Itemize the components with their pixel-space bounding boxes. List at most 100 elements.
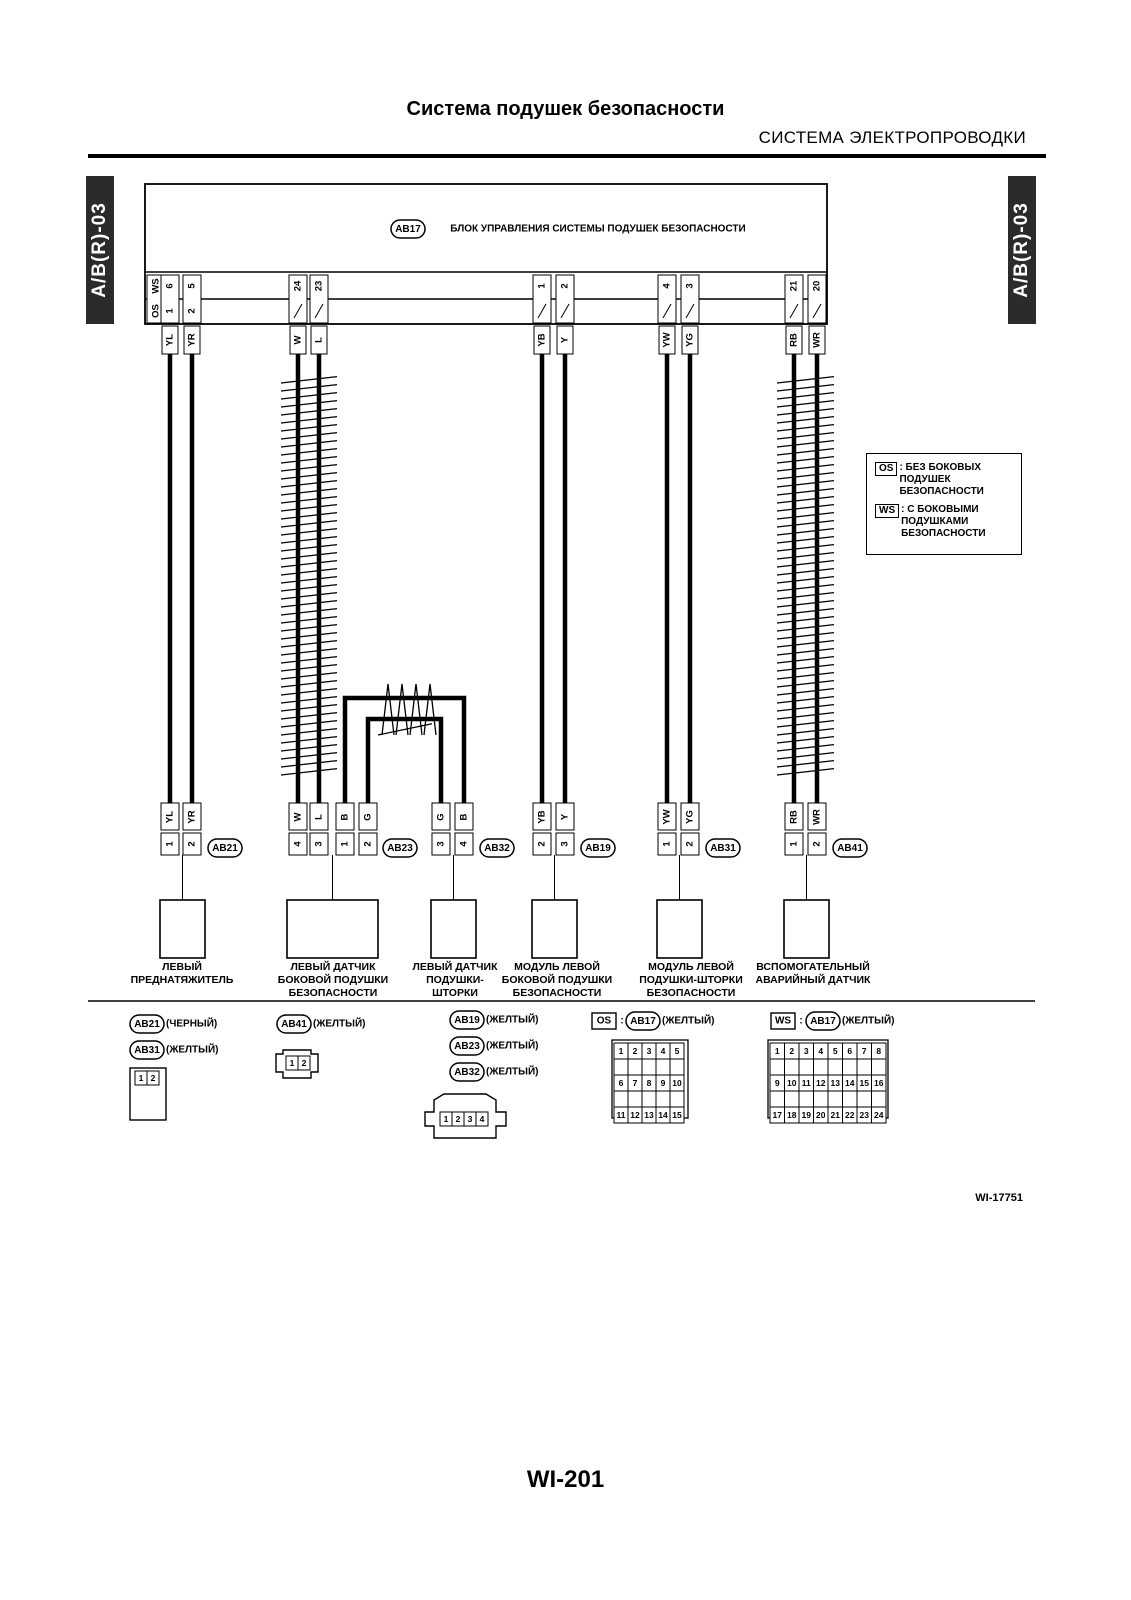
connector-wire-box [182, 802, 202, 831]
no-pin-slash [560, 303, 570, 319]
view4-pin: 12 [630, 1110, 640, 1120]
view4-pin: 8 [647, 1078, 652, 1088]
twisted-pair-shield-ab41 [776, 375, 835, 776]
connector-wire-box [160, 802, 180, 831]
connector-pin-box [431, 832, 451, 856]
view5-cell [769, 1090, 785, 1108]
variant-key: WS [775, 1016, 791, 1027]
variant-sep: : [620, 1016, 623, 1027]
connector-wire-box [784, 802, 804, 831]
connector-pin-number: 3 [560, 841, 571, 846]
wire-code-top: Y [560, 336, 571, 343]
view5-cell [827, 1058, 843, 1076]
view2-pin: 2 [302, 1058, 307, 1068]
view4-pin: 1 [619, 1046, 624, 1056]
connector-pin-box [657, 832, 677, 856]
view5-cell [842, 1058, 858, 1076]
view5-cell [798, 1090, 814, 1108]
control-unit-pin-cell [555, 274, 575, 324]
view5-pin: 24 [874, 1110, 884, 1120]
wire-code-bottom: G [436, 813, 447, 820]
connector-wire-box [431, 802, 451, 831]
connector-wire-box [532, 802, 552, 831]
no-pin-slash [812, 303, 822, 319]
no-pin-slash [293, 303, 303, 319]
connector-pin-number: 2 [537, 841, 548, 846]
component-body [531, 899, 578, 959]
view5-cell [813, 1058, 829, 1076]
view4-pin: 2 [633, 1046, 638, 1056]
view5-pin: 21 [831, 1110, 841, 1120]
pin-number-ws: 1 [537, 283, 548, 289]
view-os-ab17-color: (ЖЕЛТЫЙ) [662, 1014, 714, 1027]
control-unit-box [144, 183, 828, 325]
wire-code-bottom: YW [662, 809, 673, 824]
view2-pin: 1 [290, 1058, 295, 1068]
view-ws-ab17-oval [805, 1011, 841, 1031]
connector-pin-number: 2 [812, 841, 823, 846]
control-unit-pin-cell [532, 274, 552, 324]
view5-cell [769, 1058, 785, 1076]
component-body [159, 899, 206, 959]
view5-pin: 20 [816, 1110, 826, 1120]
wire-code-bottom: B [459, 813, 470, 820]
view4-cell [669, 1090, 685, 1108]
view4-pin: 9 [661, 1078, 666, 1088]
no-pin-slash [685, 303, 695, 319]
wire-code-bottom: Y [560, 813, 571, 820]
view5-pin: 5 [833, 1046, 838, 1056]
wire-g-loop [365, 716, 444, 803]
connector-pin-number: 1 [165, 841, 176, 847]
connector-pin-box [680, 832, 700, 856]
no-pin-slash [314, 303, 324, 319]
wire-code-bottom: L [314, 814, 325, 820]
control-unit-label: БЛОК УПРАВЛЕНИЯ СИСТЕМЫ ПОДУШЕК БЕЗОПАСН… [450, 224, 745, 235]
no-pin-slash [789, 303, 799, 319]
view5-cell [813, 1090, 829, 1108]
view5-pin: 11 [802, 1078, 811, 1088]
view4-pin: 4 [661, 1046, 666, 1056]
pin-number-ws: 20 [812, 281, 823, 292]
view4-cell [627, 1058, 643, 1076]
wire-code-top: YB [537, 333, 548, 346]
view5-pin: 8 [876, 1046, 881, 1056]
view1-pin: 1 [139, 1073, 144, 1083]
pin-number-ws: 24 [293, 280, 304, 291]
view5-pin: 4 [818, 1046, 823, 1056]
connector-pin-number: 2 [187, 841, 198, 846]
no-pin-slash [662, 303, 672, 319]
control-unit-id: AB17 [395, 224, 421, 235]
view-ab23-color: (ЖЕЛТЫЙ) [486, 1039, 538, 1052]
view5-cell [871, 1106, 887, 1124]
connector-id-oval [580, 838, 616, 858]
view5-pin: 10 [787, 1078, 797, 1088]
view1-cell [146, 1070, 160, 1086]
wire-code-top: YL [165, 334, 176, 346]
twisted-pair-shield-ab23 [280, 375, 338, 776]
view-ab41-oval [276, 1014, 312, 1034]
connector-pin-number: 4 [293, 841, 304, 847]
row-label-ws: WS [151, 278, 162, 293]
wire-code-top: YW [662, 332, 673, 347]
wire-code-bottom: WR [812, 809, 823, 825]
view5-pin: 2 [789, 1046, 794, 1056]
connector-id-oval [705, 838, 741, 858]
component-body [286, 899, 379, 959]
control-unit-pin-cell [288, 274, 308, 324]
wire-b-loop [342, 695, 467, 803]
variant-key-box [770, 1012, 796, 1030]
view4-cell [613, 1090, 629, 1108]
view5-cell [842, 1090, 858, 1108]
view3-pin: 2 [456, 1114, 461, 1124]
view2-cell [297, 1055, 311, 1071]
view-ab31: AB31 [134, 1045, 160, 1056]
wire-code-bottom: YB [537, 810, 548, 823]
pin-number-ws: 4 [662, 283, 673, 289]
pin-number-ws: 21 [789, 280, 800, 291]
view-os-ab17-oval [625, 1011, 661, 1031]
view-ab19: AB19 [454, 1015, 480, 1026]
